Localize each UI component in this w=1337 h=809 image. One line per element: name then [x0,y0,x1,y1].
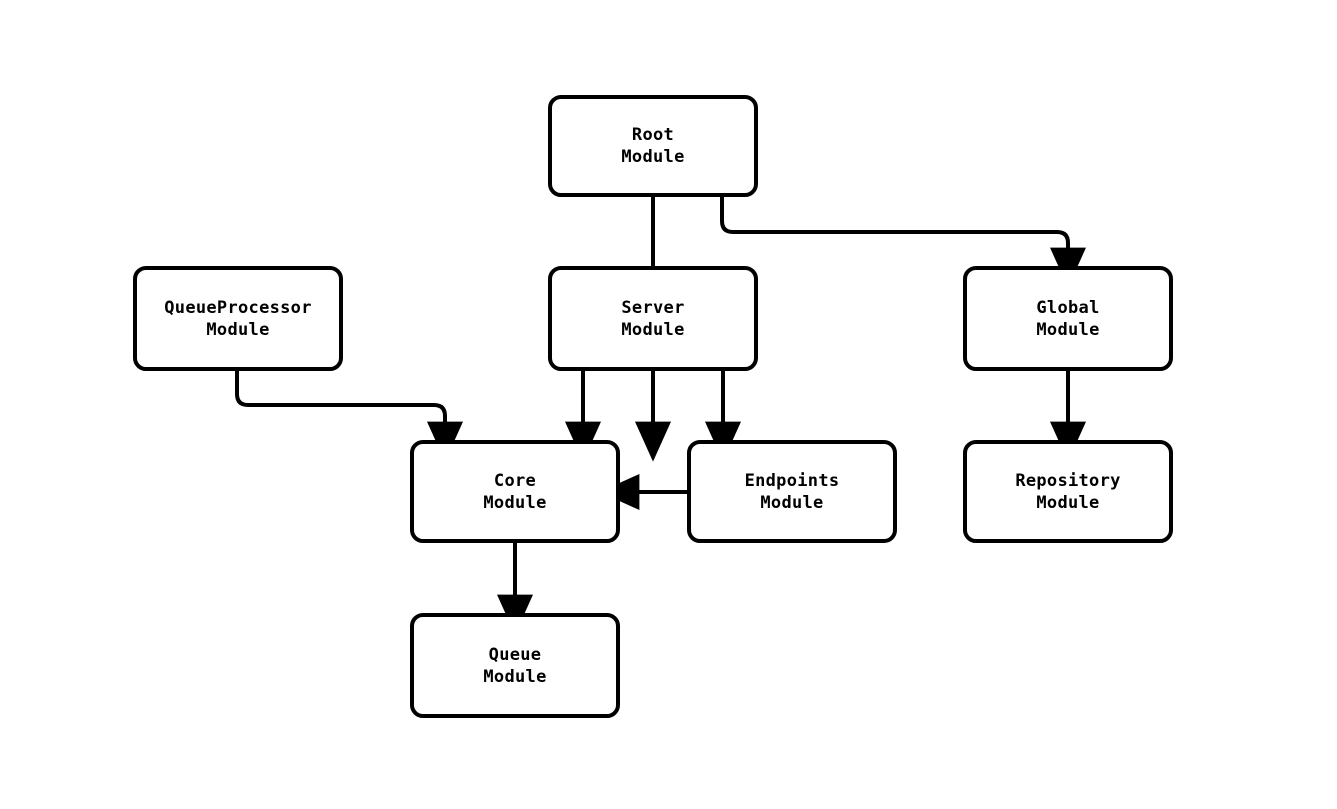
node-repository-module-label: Repository Module [1015,470,1121,513]
node-repository-module[interactable]: Repository Module [963,440,1173,543]
node-endpoints-module-label: Endpoints Module [744,470,840,513]
node-core-module[interactable]: Core Module [410,440,620,543]
node-server-module-label: Server Module [621,297,685,340]
node-queueprocessor-module[interactable]: QueueProcessor Module [133,266,343,371]
edge-queueprocessor-core [235,371,463,462]
node-queueprocessor-module-label: QueueProcessor Module [164,297,312,340]
node-endpoints-module[interactable]: Endpoints Module [687,440,897,543]
node-root-module[interactable]: Root Module [548,95,758,197]
node-root-module-label: Root Module [621,125,685,167]
edge-root-global [720,197,1086,288]
node-queue-module-label: Queue Module [483,644,547,687]
node-queue-module[interactable]: Queue Module [410,613,620,718]
node-server-module[interactable]: Server Module [548,266,758,371]
node-global-module[interactable]: Global Module [963,266,1173,371]
node-core-module-label: Core Module [483,470,547,513]
node-global-module-label: Global Module [1036,297,1100,340]
